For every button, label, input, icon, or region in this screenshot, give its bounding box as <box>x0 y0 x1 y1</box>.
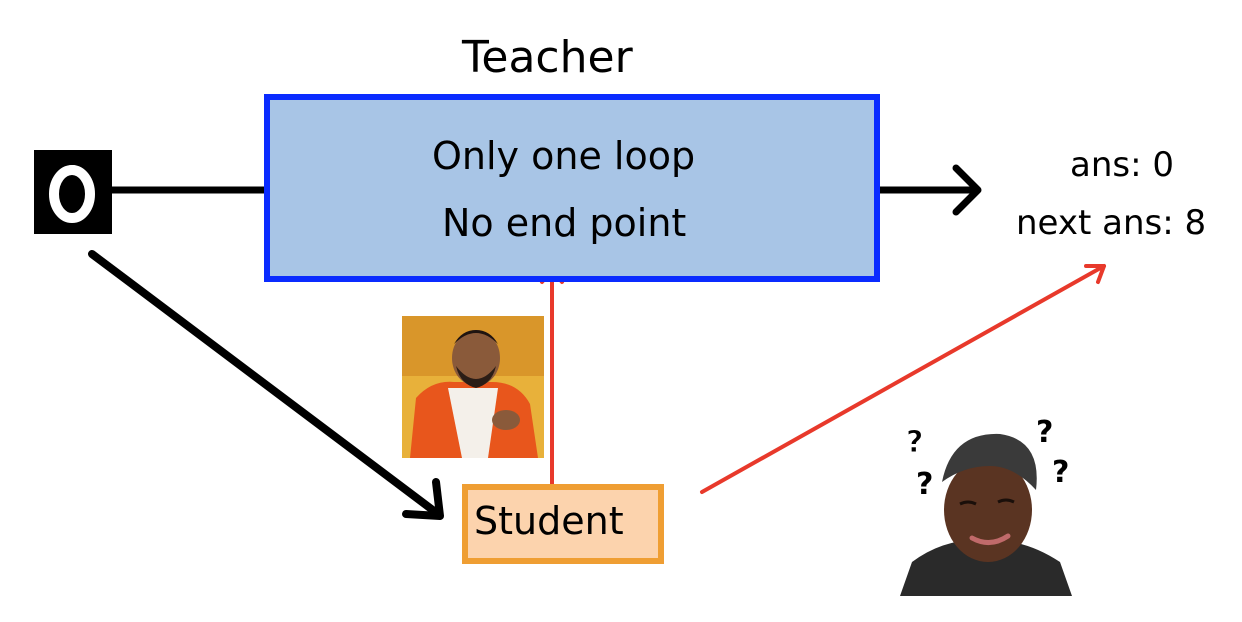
question-mark-icon: ? <box>1052 455 1069 490</box>
question-mark-icon: ? <box>906 425 923 460</box>
confused-person-illustration: ? ? ? ? <box>894 412 1076 596</box>
input-to-student-arrow <box>88 250 444 520</box>
question-mark-icon: ? <box>916 467 933 502</box>
approving-person-photo <box>402 316 544 458</box>
confused-person-photo: ? ? ? ? <box>894 412 1076 596</box>
output-next-ans: next ans: 8 <box>1016 203 1207 243</box>
question-mark-icon: ? <box>1036 415 1053 450</box>
approving-person-illustration <box>402 316 544 458</box>
student-to-output-red-arrow <box>700 264 1106 494</box>
digit-zero-icon <box>49 165 95 223</box>
student-to-teacher-red-arrow <box>540 268 564 486</box>
teacher-text-line-2: No end point <box>442 201 687 245</box>
teacher-text-line-1: Only one loop <box>432 134 696 178</box>
teacher-box <box>264 94 880 282</box>
output-ans: ans: 0 <box>1070 145 1174 185</box>
student-label: Student <box>474 499 624 543</box>
teacher-title: Teacher <box>462 32 633 83</box>
input-digit-image <box>34 150 112 234</box>
student-box <box>462 484 664 564</box>
